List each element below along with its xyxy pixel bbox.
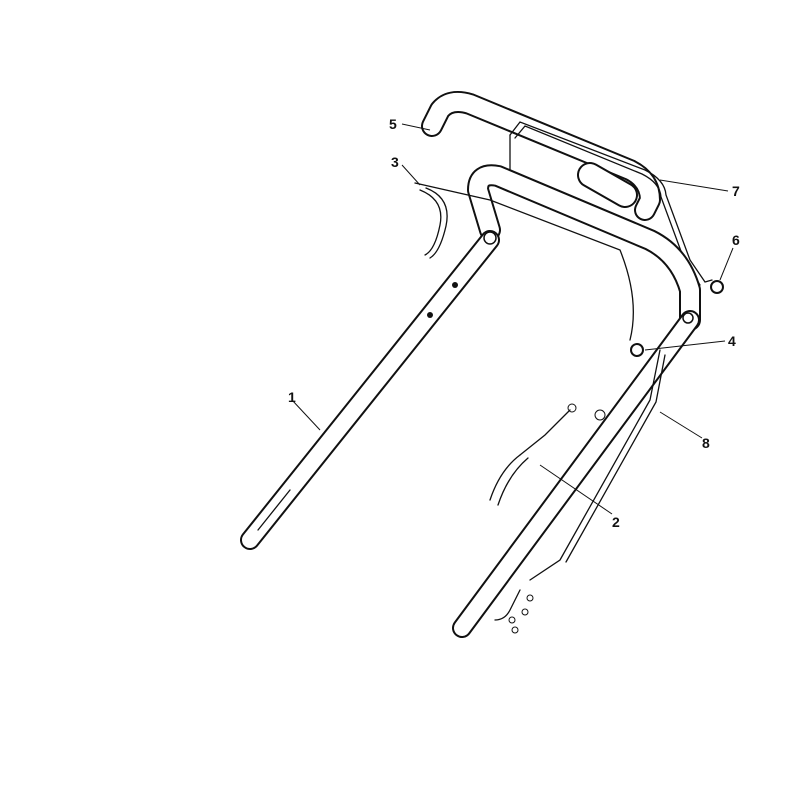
cables	[489, 349, 666, 634]
upper-handle-part-5	[421, 91, 661, 221]
callout-5: 5	[389, 116, 397, 132]
lower-handle-right	[452, 310, 700, 638]
callout-6: 6	[732, 232, 740, 248]
callout-3: 3	[391, 154, 399, 170]
callout-4: 4	[728, 333, 736, 349]
lower-handle-left-part-1	[240, 230, 500, 550]
callout-8: 8	[702, 435, 710, 451]
callout-1: 1	[288, 389, 296, 405]
callout-2: 2	[612, 514, 620, 530]
knob-part-6	[710, 280, 724, 294]
knob-part-4	[630, 343, 644, 357]
control-rod-part-3	[414, 182, 634, 341]
main-handle	[467, 164, 701, 331]
callout-7: 7	[732, 183, 740, 199]
